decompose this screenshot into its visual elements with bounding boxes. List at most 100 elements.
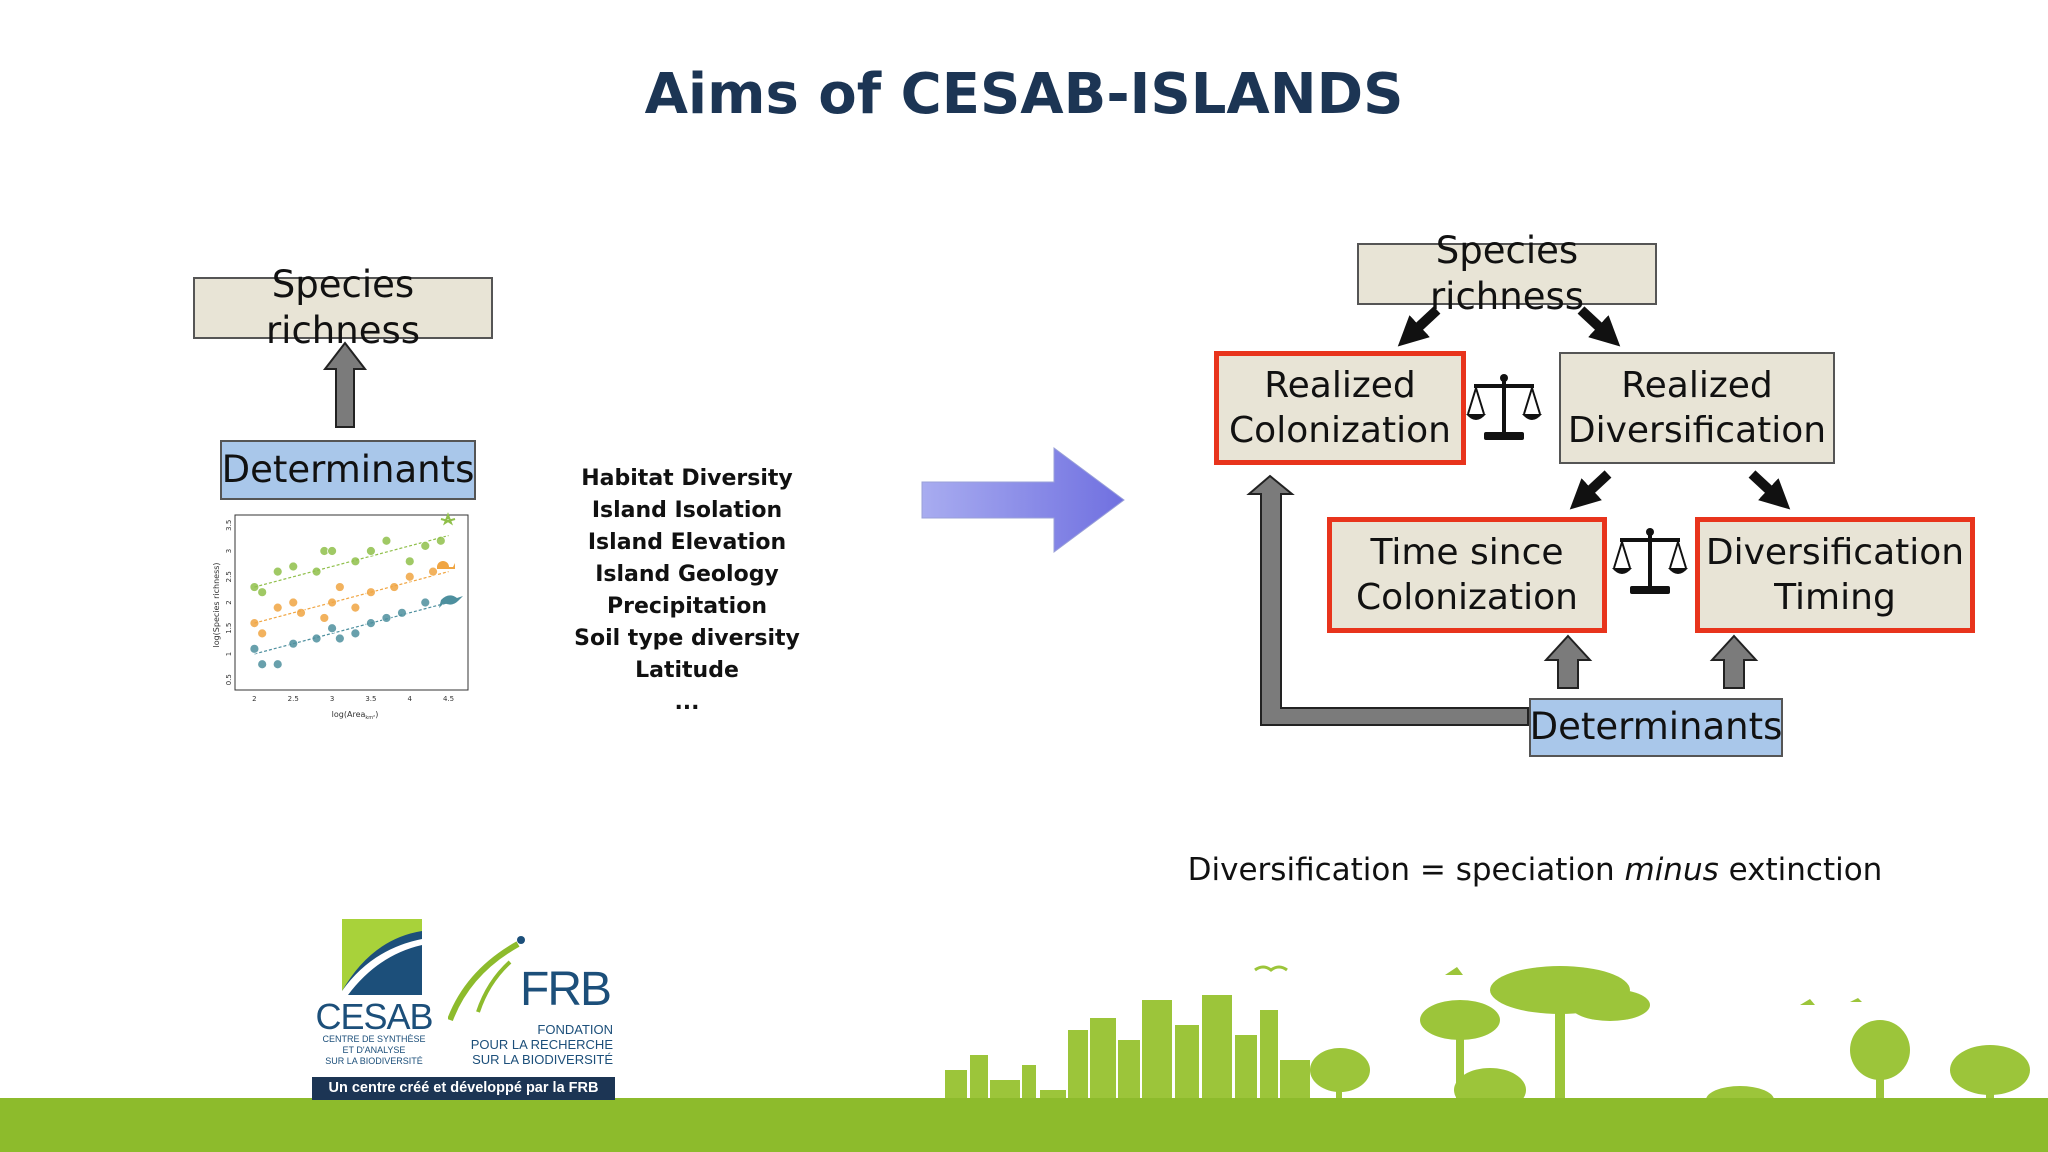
scatter-xlabel: log(Areakm²) xyxy=(332,710,379,721)
scatter-point xyxy=(366,546,376,556)
scatter-point xyxy=(319,613,330,623)
cesab-subtitle-line: SUR LA BIODIVERSITÉ xyxy=(325,1056,423,1066)
scatter-xlabel-main: log(Area xyxy=(332,710,366,719)
y-tick-label: 3 xyxy=(225,549,233,553)
scatter-point xyxy=(381,535,392,546)
frb-subtitle: FONDATION POUR LA RECHERCHE SUR LA BIODI… xyxy=(448,1022,613,1067)
left-determinants-label: Determinants xyxy=(221,447,475,491)
cesab-subtitle-line: ET D'ANALYSE xyxy=(342,1045,406,1055)
scatter-points xyxy=(249,535,446,670)
factor-item: Precipitation xyxy=(607,594,767,619)
snail-icon xyxy=(437,561,455,569)
realized-colonization-line2: Colonization xyxy=(1229,410,1451,451)
y-tick-label: 2.5 xyxy=(225,571,233,582)
left-up-arrow xyxy=(322,341,368,428)
cesab-subtitle: CENTRE DE SYNTHÈSE ET D'ANALYSE SUR LA B… xyxy=(312,1034,436,1067)
realized-colonization-line1: Realized xyxy=(1264,365,1416,406)
scatter-point xyxy=(350,556,361,567)
right-species-richness-label: Species richness xyxy=(1429,228,1585,318)
arrow-determinants-to-time xyxy=(1543,634,1593,689)
y-tick-label: 2 xyxy=(225,600,233,604)
x-tick-label: 3 xyxy=(330,695,334,703)
factor-item: Latitude xyxy=(635,658,739,683)
time-since-colonization-box: Time since Colonization xyxy=(1327,517,1607,633)
slide-title: Aims of CESAB-ISLANDS xyxy=(644,62,1404,127)
formula-after: extinction xyxy=(1718,852,1883,888)
right-species-richness-box: Species richness xyxy=(1357,229,1657,318)
diversification-timing-line2: Timing xyxy=(1774,577,1896,618)
time-since-colonization-line1: Time since xyxy=(1370,532,1564,573)
cesab-name: CESAB xyxy=(315,996,433,1037)
y-tick-label: 3.5 xyxy=(225,520,233,531)
x-tick-label: 3.5 xyxy=(365,695,376,703)
diversification-timing-box: Diversification Timing xyxy=(1695,517,1975,633)
scatter-point xyxy=(366,618,376,628)
formula-italic: minus xyxy=(1624,852,1719,888)
factor-item: ... xyxy=(674,690,700,715)
scatter-point xyxy=(311,566,322,577)
arrow-richness-to-diversification xyxy=(1577,306,1621,347)
frb-subtitle-line: FONDATION xyxy=(537,1022,613,1037)
scatter-point xyxy=(257,587,268,598)
factor-item: Island Geology xyxy=(595,562,779,587)
x-tick-label: 4 xyxy=(408,695,413,703)
y-tick-label: 0.5 xyxy=(225,674,233,685)
factor-item: Habitat Diversity xyxy=(581,466,793,491)
scatter-point xyxy=(327,597,337,608)
green-ground-band xyxy=(0,1098,2048,1152)
scatter-point xyxy=(389,582,400,592)
scatter-xlabel-close: ) xyxy=(375,710,378,719)
frb-banner: Un centre créé et développé par la FRB xyxy=(312,1077,615,1100)
realized-diversification-line1: Realized xyxy=(1621,365,1773,406)
scatter-point xyxy=(397,607,407,618)
fit-line xyxy=(254,601,449,655)
left-species-richness-box: Species richness xyxy=(193,263,493,352)
cesab-subtitle-line: CENTRE DE SYNTHÈSE xyxy=(322,1034,426,1044)
balance-scale-icon xyxy=(1612,528,1688,594)
realized-colonization-box: Realized Colonization xyxy=(1214,351,1466,465)
scatter-point xyxy=(404,556,415,567)
frb-subtitle-line: POUR LA RECHERCHE xyxy=(470,1037,613,1052)
scatter-point xyxy=(249,643,260,654)
diversification-formula: Diversification = speciation minus extin… xyxy=(1140,852,1930,888)
scatter-point xyxy=(381,613,392,623)
cesab-logo: CESAB CENTRE DE SYNTHÈSE ET D'ANALYSE SU… xyxy=(312,916,436,1066)
time-since-colonization-line2: Colonization xyxy=(1356,577,1578,618)
transition-arrow xyxy=(921,447,1125,553)
scatter-point xyxy=(350,602,361,613)
scatter-point xyxy=(288,597,299,608)
frb-swoosh-icon xyxy=(448,936,525,1022)
y-tick-label: 1.5 xyxy=(225,623,233,634)
fit-line xyxy=(254,571,449,624)
balance-scale-icon xyxy=(1466,374,1542,440)
scatter-point xyxy=(350,628,361,639)
right-determinants-label: Determinants xyxy=(1529,705,1783,749)
bird-icon xyxy=(439,595,463,608)
cesab-emblem-icon xyxy=(342,919,422,995)
diversification-timing-line1: Diversification xyxy=(1705,532,1965,573)
scatter-point xyxy=(435,535,446,546)
right-determinants-box: Determinants xyxy=(1529,698,1783,757)
scatter-point xyxy=(420,540,431,551)
scatter-point xyxy=(327,623,337,634)
arrow-diversification-to-timing xyxy=(1748,470,1791,510)
scatter-point xyxy=(257,659,268,670)
x-tick-label: 2.5 xyxy=(288,695,299,703)
scatter-point xyxy=(334,633,345,644)
landscape-silhouette xyxy=(0,965,2048,1152)
left-species-richness-label: Species richness xyxy=(265,262,421,352)
scatter-point xyxy=(249,582,260,592)
scatter-point xyxy=(428,566,438,577)
realized-diversification-box: Realized Diversification xyxy=(1559,352,1835,464)
y-tick-label: 1 xyxy=(225,652,233,656)
frb-name: FRB xyxy=(520,963,612,1016)
formula-before: Diversification = speciation xyxy=(1187,852,1625,888)
arrow-determinants-to-colonization xyxy=(1246,474,1529,726)
factor-item: Island Elevation xyxy=(587,530,787,555)
scatter-point xyxy=(272,602,283,613)
scatter-point xyxy=(311,633,322,644)
scatter-point xyxy=(327,546,337,556)
